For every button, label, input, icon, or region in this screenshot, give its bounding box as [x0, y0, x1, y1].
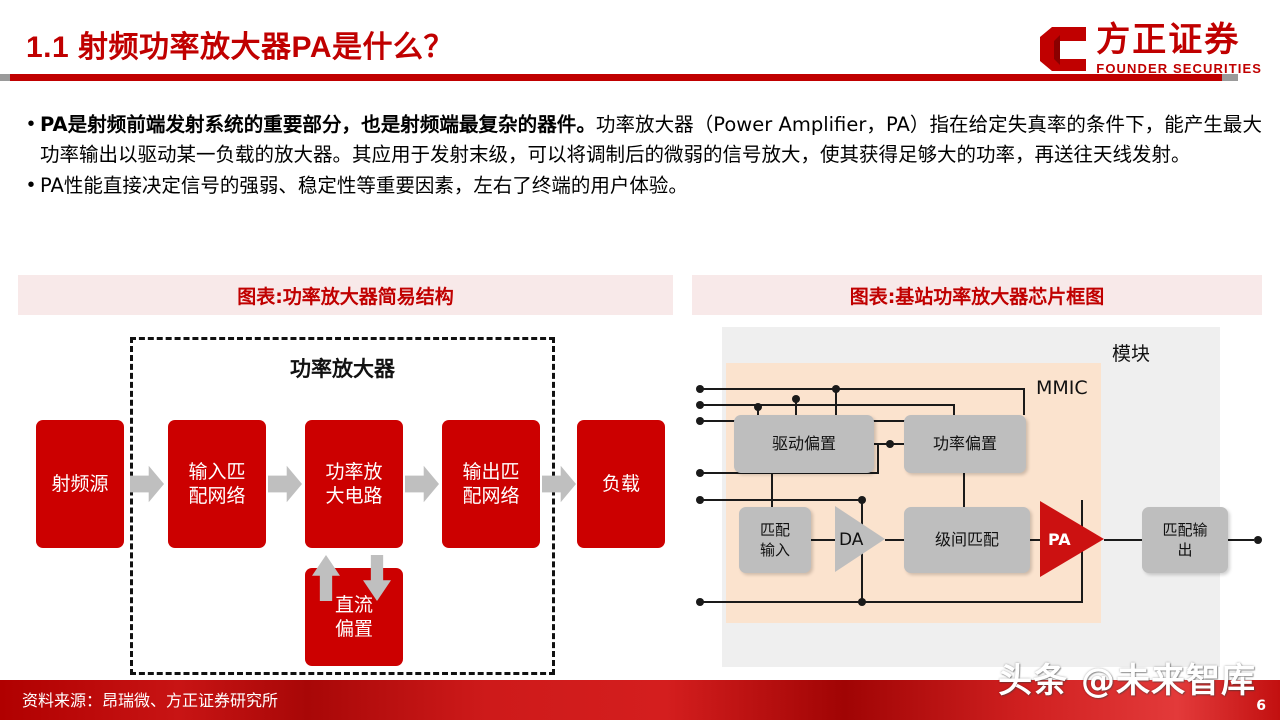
- footer-bar: [0, 680, 1280, 720]
- pa-enclosure-label: 功率放大器: [290, 356, 395, 381]
- logo-chinese-name: 方正证券: [1096, 20, 1241, 60]
- bullet-text: PA性能直接决定信号的强弱、稳定性等重要因素，左右了终端的用户体验。: [40, 171, 1262, 201]
- block-power-bias: 功率偏置: [904, 415, 1026, 473]
- brand-logo: 方正证券 FOUNDER SECURITIES: [1038, 18, 1262, 80]
- block-pa-circuit: 功率放 大电路: [305, 420, 403, 548]
- module-label: 模块: [1112, 343, 1151, 365]
- mmic-label: MMIC: [1036, 377, 1088, 399]
- bullet-rest: 功率放大器（Power Amplifier，PA）指在给定失真率的条件下，能产生…: [40, 113, 1262, 166]
- block-match-input: 匹配 输入: [739, 507, 811, 573]
- pa-enclosure-dashed-box: [130, 337, 555, 675]
- chip-wiring: [696, 385, 1262, 606]
- block-interstage-match: 级间匹配: [904, 507, 1030, 573]
- block-pa-label: PA: [1048, 530, 1071, 549]
- page-number: 6: [1256, 698, 1266, 714]
- block-driver-bias: 驱动偏置: [734, 415, 874, 473]
- title-underline-rule: [0, 74, 1236, 81]
- bullet-lead: PA是射频前端发射系统的重要部分，也是射频端最复杂的器件。: [40, 113, 596, 136]
- figure-right-diagram: 模块 MMIC 驱动偏置 功率偏置 匹配 输入 级间匹配 匹配输 出 DA PA: [692, 315, 1262, 675]
- block-match-output: 匹配输 出: [1142, 507, 1228, 573]
- block-rf-source: 射频源: [36, 420, 124, 548]
- bullet-marker: •: [27, 113, 35, 135]
- block-load: 负载: [577, 420, 665, 548]
- bullet-item: • PA性能直接决定信号的强弱、稳定性等重要因素，左右了终端的用户体验。: [22, 171, 1262, 201]
- founder-logo-mark-icon: [1038, 25, 1088, 73]
- page-title: 1.1 射频功率放大器PA是什么？: [26, 31, 454, 64]
- logo-english-name: FOUNDER SECURITIES: [1096, 61, 1262, 76]
- mmic-enclosure: [726, 363, 1101, 623]
- figure-right-caption: 图表:基站功率放大器芯片框图: [692, 275, 1262, 315]
- bullet-item: • PA是射频前端发射系统的重要部分，也是射频端最复杂的器件。功率放大器（Pow…: [22, 110, 1262, 169]
- block-input-match: 输入匹 配网络: [168, 420, 266, 548]
- figure-left: 图表:功率放大器简易结构 功率放大器 射频源 输入匹 配网络 功率放 大电路 输…: [18, 275, 673, 675]
- bullet-marker: •: [27, 174, 35, 196]
- source-note: 资料来源：昂瑞微、方正证券研究所: [22, 691, 279, 710]
- bullet-rest: PA性能直接决定信号的强弱、稳定性等重要因素，左右了终端的用户体验。: [40, 174, 688, 197]
- figure-right: 图表:基站功率放大器芯片框图: [692, 275, 1262, 675]
- block-da-label: DA: [839, 530, 864, 550]
- body-text: • PA是射频前端发射系统的重要部分，也是射频端最复杂的器件。功率放大器（Pow…: [22, 110, 1262, 203]
- figure-left-diagram: 功率放大器 射频源 输入匹 配网络 功率放 大电路 输出匹 配网络 负载 直流 …: [18, 315, 673, 675]
- bullet-text: PA是射频前端发射系统的重要部分，也是射频端最复杂的器件。功率放大器（Power…: [40, 110, 1262, 169]
- block-output-match: 输出匹 配网络: [442, 420, 540, 548]
- title-rule-end-cap: [1222, 74, 1238, 81]
- figure-left-caption: 图表:功率放大器简易结构: [18, 275, 673, 315]
